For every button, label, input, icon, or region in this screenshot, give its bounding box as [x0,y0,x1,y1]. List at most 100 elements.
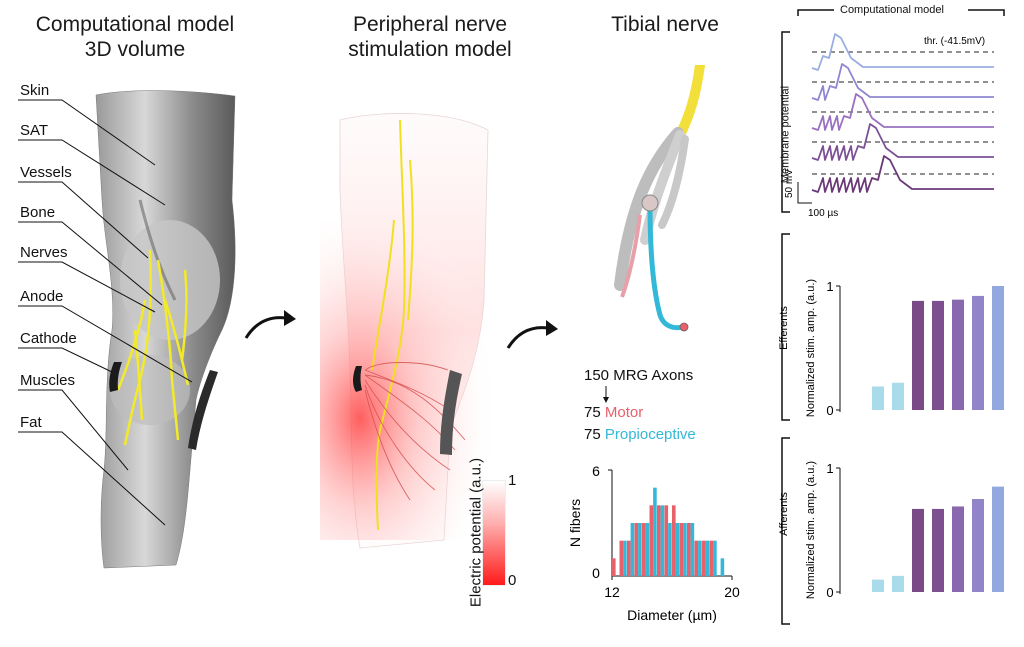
motor-bar [694,540,699,576]
prop-bar [668,523,672,576]
prop-bar [638,523,642,576]
hist-xlabel: Diameter (µm) [627,607,717,623]
stim-amp-bar [972,295,984,410]
eff-ylabel: Normalized stim. amp. (a.u.) [805,279,817,417]
prop-bar [645,523,650,576]
membrane-trace [811,93,994,131]
scale-v: 50 mV [784,169,795,198]
aff-ytick-1: 1 [826,461,833,476]
pns-nerves [371,119,414,531]
scale-t: 100 µs [808,208,838,219]
hist-ylabel: N fibers [567,499,583,547]
panel2-title-line2: stimulation model [348,38,512,61]
prop-count: 75 [584,426,601,443]
axons-motor-row: 75 Motor [584,404,643,421]
membrane-trace [811,155,994,193]
aff-ylabel: Normalized stim. amp. (a.u.) [805,461,817,599]
prop-bar [675,523,680,576]
aff-ytick-0: 0 [826,585,833,600]
threshold-label: thr. (-41.5mV) [924,36,985,47]
stim-amp-bar [952,299,964,410]
anode-pns [440,370,462,455]
colorbar-label: Electric potential (a.u.) [467,457,485,608]
prop-bar [713,540,717,576]
prop-bar [653,487,657,576]
hist-xtick-20: 20 [724,584,740,600]
motor-bar [657,505,661,576]
motor-bar [619,540,624,576]
prop-bar [660,505,665,576]
stim-amp-bar [872,579,884,592]
prop-bar [698,540,702,576]
eff-ytick-0: 0 [826,403,833,418]
panel2-title: Peripheral nerve stimulation model [320,12,540,62]
prop-bar [623,540,627,576]
motor-bar [702,540,706,576]
arrow-1-icon [244,310,296,339]
down-arrow-icon [603,386,609,403]
colorbar-min: 0 [508,572,517,589]
membrane-header: Computational model [840,4,944,16]
colorbar [482,480,506,586]
label-sat: SAT [20,122,49,139]
stim-amp-bar [992,286,1004,410]
membrane-traces: thr. (-41.5mV) 50 mV 100 µs [781,31,994,219]
header-bracket [797,9,1005,16]
tibial-nerve-render [614,65,705,332]
nerves-yellow [116,249,190,446]
stim-amp-bar [932,300,944,410]
motor-bar [679,523,684,576]
efferents-chart: 1 0 Normalized stim. amp. (a.u.) Efferen… [778,233,1004,421]
eff-group-label: Efferents [778,306,790,350]
afferents-chart: 1 0 Normalized stim. amp. (a.u.) Afferen… [778,437,1004,625]
cathode-pns [353,366,362,392]
prop-bar [683,523,687,576]
motor-bar [634,523,639,576]
diameter-histogram: 6 0 12 20 Diameter (µm) N fibers [567,463,740,623]
membrane-trace [811,123,994,161]
hist-xtick-12: 12 [604,584,620,600]
motor-bar [664,505,669,576]
label-skin: Skin [20,82,50,99]
prop-bar [720,558,725,576]
panel1-title: Computational model 3D volume [0,12,270,62]
label-anode: Anode [20,288,64,305]
label-cathode: Cathode [20,330,77,347]
stim-amp-bar [972,499,984,592]
motor-bar [672,505,676,576]
hist-ytick-6: 6 [592,463,600,479]
colorbar-max: 1 [508,472,517,489]
motor-label: Motor [604,404,644,421]
aff-group-label: Afferents [778,492,790,536]
anode-3d [188,370,218,450]
motor-bar [642,523,646,576]
scale-bar [797,182,812,204]
label-fat: Fat [20,414,42,431]
membrane-ylabel: Membrane potential [779,85,792,184]
motor-count: 75 [584,404,601,421]
prop-bar [705,540,710,576]
stim-amp-bar [872,386,884,410]
stim-amp-bar [932,508,944,592]
motor-bar [687,523,691,576]
stim-amp-bar [952,506,964,592]
stim-amp-bar [992,486,1004,592]
stim-amp-bar [892,382,904,410]
label-nerves: Nerves [20,244,68,261]
panel1-title-line2: 3D volume [84,38,186,61]
hist-ytick-0: 0 [592,565,600,581]
label-bone: Bone [20,204,56,221]
membrane-trace [811,33,994,71]
stim-amp-bar [912,508,924,592]
stim-amp-bar [892,575,904,592]
arrow-2-icon [506,320,558,349]
prop-bar [690,523,695,576]
cathode-3d [109,362,122,392]
panel3-title: Tibial nerve [611,13,719,36]
label-vessels: Vessels [20,164,72,181]
leg-3d-volume [18,90,236,569]
motor-bar [627,540,631,576]
eff-ytick-1: 1 [826,279,833,294]
panel1-title-line1: Computational model [35,13,235,36]
prop-label: Propioceptive [604,426,696,443]
